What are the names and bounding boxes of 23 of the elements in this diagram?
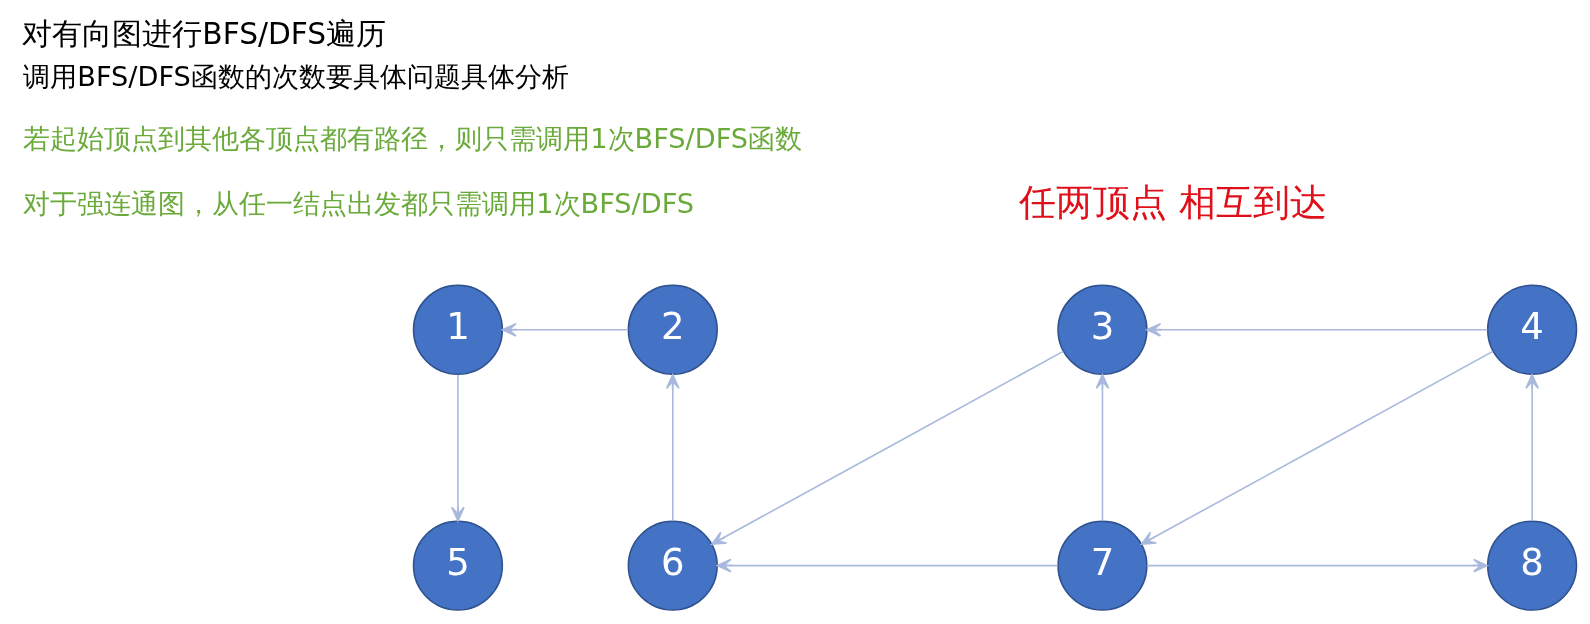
node-circle: 7 [1057,519,1148,611]
arrow [501,322,629,337]
node-circle: 6 [627,519,718,611]
label: 若起始顶点到其他各顶点都有路径，则只需调用1次BFS/DFS函数 [23,122,803,154]
arrow [711,350,1064,545]
arrow [1095,373,1110,522]
arrow [716,558,1059,573]
arrow [1525,373,1540,522]
label: 任两顶点 相互到达 [1018,180,1327,224]
arrow [1146,558,1489,573]
node-circle: 5 [412,519,504,611]
arrow [1146,322,1489,337]
node-circle: 8 [1486,519,1578,611]
arrow [451,373,465,522]
node-circle: 4 [1486,284,1578,375]
node-circle: 2 [627,284,718,375]
node-circle: 1 [412,284,504,375]
diagram-title: 对有向图进行BFS/DFS遍历 [22,15,387,51]
node-circle: 3 [1057,284,1148,375]
label: 调用BFS/DFS函数的次数要具体问题具体分析 [23,60,569,92]
arrow [1140,350,1494,545]
label: 对于强连通图，从任一结点出发都只需调用1次BFS/DFS [23,187,695,219]
arrow [665,373,680,522]
